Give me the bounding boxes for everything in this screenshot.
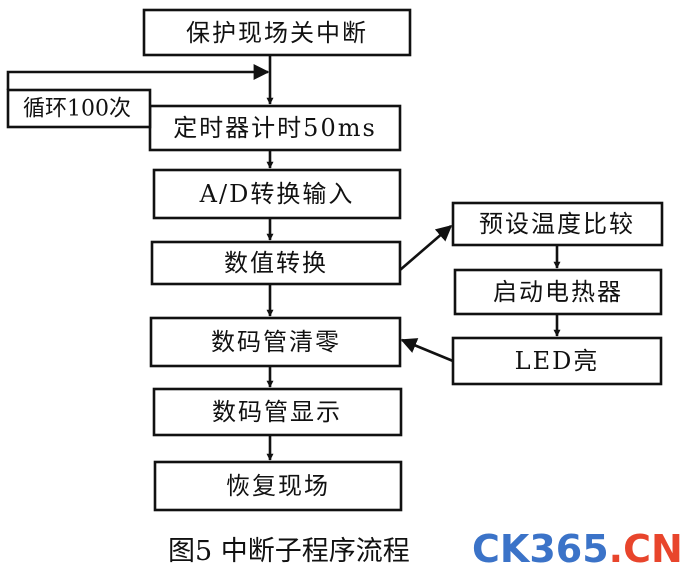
node-timer-label: 定时器计时50ms (173, 114, 377, 142)
watermark-logo: CK365.CN (472, 527, 680, 571)
loop-label: 循环100次 (23, 97, 131, 122)
node-convert-label: 数值转换 (224, 249, 328, 277)
node-compare-label: 预设温度比较 (479, 210, 635, 238)
node-ad: A/D转换输入 (152, 168, 402, 220)
node-timer: 定时器计时50ms (148, 104, 402, 152)
node-led: LED亮 (451, 336, 663, 386)
edge-loop-back (6, 64, 270, 90)
node-protect-label: 保护现场关中断 (186, 19, 368, 47)
edge-convert-compare (399, 224, 453, 271)
node-ad-label: A/D转换输入 (199, 180, 355, 208)
node-heater: 启动电热器 (453, 268, 663, 316)
watermark-brand: CK365 (472, 527, 609, 571)
node-restore: 恢复现场 (153, 460, 403, 512)
node-convert: 数值转换 (150, 240, 402, 286)
node-clear-label: 数码管清零 (211, 328, 341, 356)
node-display-label: 数码管显示 (212, 398, 342, 426)
watermark-tld: CN (623, 527, 680, 571)
node-heater-label: 启动电热器 (493, 278, 623, 306)
edge-led-clear (400, 338, 454, 363)
loop-label-box: 循环100次 (6, 88, 152, 129)
node-compare: 预设温度比较 (451, 201, 664, 247)
svg-text:CK365.CN: CK365.CN (472, 527, 680, 571)
figure-caption: 图5 中断子程序流程 (168, 536, 410, 567)
watermark-dot: . (609, 527, 623, 571)
node-restore-label: 恢复现场 (226, 472, 330, 500)
node-led-label: LED亮 (515, 347, 600, 375)
node-protect: 保护现场关中断 (142, 8, 412, 57)
node-display: 数码管显示 (152, 387, 403, 437)
node-clear: 数码管清零 (149, 316, 402, 368)
